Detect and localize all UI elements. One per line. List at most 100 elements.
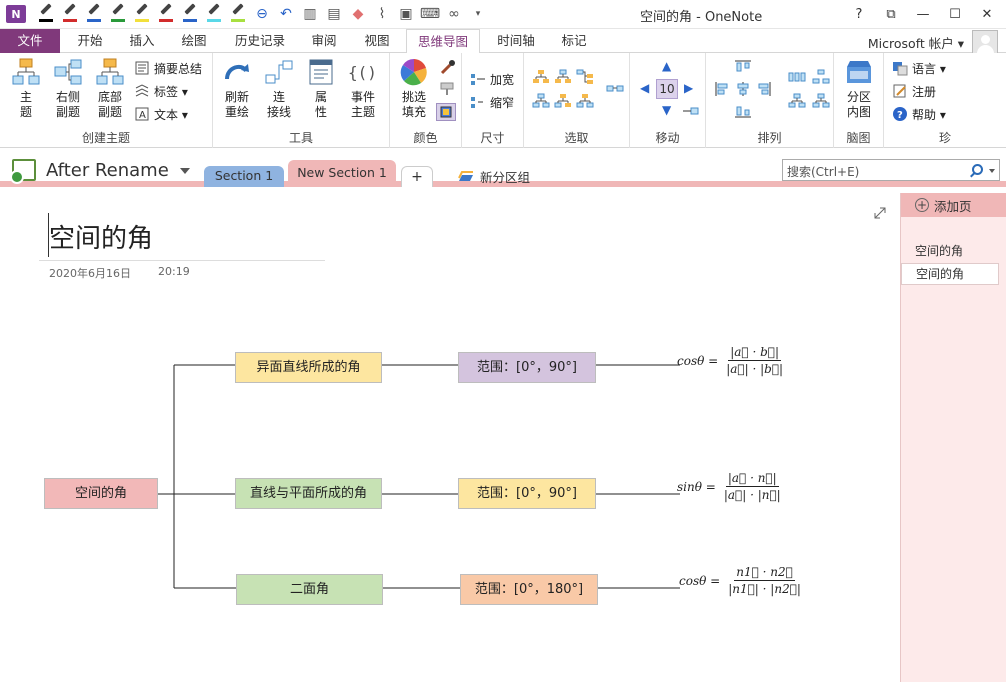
refresh-redraw-button[interactable]: 刷新 重绘 — [217, 57, 257, 120]
notebook-dropdown-icon[interactable] — [180, 168, 190, 174]
pick-fill-button[interactable]: 挑选 填充 — [394, 57, 434, 120]
format-painter-icon[interactable] — [438, 81, 456, 97]
cyan-highlighter-icon[interactable] — [204, 4, 224, 24]
mindmap-topic-line-plane[interactable]: 直线与平面所成的角 — [235, 478, 382, 509]
add-page-button[interactable]: + 添加页 — [901, 193, 1006, 217]
dock-icon[interactable]: ▥ — [303, 6, 317, 22]
red-pen-icon[interactable] — [60, 4, 80, 24]
select-level-icon[interactable] — [532, 93, 550, 109]
lime-highlighter-icon[interactable] — [228, 4, 248, 24]
blue-highlighter-icon[interactable] — [180, 4, 200, 24]
red-highlighter-icon[interactable] — [156, 4, 176, 24]
avatar[interactable] — [972, 30, 998, 56]
blue-pen-icon[interactable] — [84, 4, 104, 24]
language-dropdown[interactable]: 语言 ▾ — [892, 58, 946, 78]
tab-draw[interactable]: 绘图 — [181, 33, 207, 48]
right-subtopic-button[interactable]: 右侧 副题 — [48, 57, 88, 120]
align-right-icon[interactable] — [754, 81, 772, 97]
tab-history[interactable]: 历史记录 — [234, 33, 285, 48]
page-list-item-selected[interactable]: 空间的角 — [901, 263, 999, 285]
customize-qat-icon[interactable]: ▾ — [475, 9, 481, 19]
add-section-button[interactable]: + — [401, 166, 433, 187]
move-node-icon[interactable] — [682, 103, 700, 119]
account-menu[interactable]: Microsoft 帐户 ▾ — [867, 36, 964, 51]
section-map-button[interactable]: 分区 内图 — [839, 57, 879, 120]
move-down-icon[interactable]: ▼ — [662, 103, 672, 117]
black-pen-icon[interactable] — [36, 4, 56, 24]
summary-button[interactable]: 摘要总结 — [134, 58, 202, 78]
undo-icon[interactable]: ↶ — [280, 6, 292, 22]
close-button[interactable]: ✕ — [981, 6, 993, 22]
tab-mindmap[interactable]: 思维导图 — [406, 29, 480, 54]
select-all-icon[interactable] — [532, 69, 550, 85]
tab-review[interactable]: 审阅 — [311, 33, 337, 48]
tab-view[interactable]: 视图 — [364, 33, 390, 48]
properties-button[interactable]: 属 性 — [301, 57, 341, 120]
widen-button[interactable]: 加宽 — [470, 69, 514, 89]
label-dropdown[interactable]: 标签 ▾ — [134, 81, 188, 101]
move-step-value[interactable]: 10 — [656, 79, 678, 99]
mindmap-topic-dihedral[interactable]: 二面角 — [236, 574, 383, 605]
distribute-vertical-icon[interactable] — [812, 69, 830, 85]
fill-color-icon[interactable] — [436, 103, 456, 121]
align-left-icon[interactable] — [714, 81, 732, 97]
tab-insert[interactable]: 插入 — [129, 33, 155, 48]
tab-tags[interactable]: 标记 — [561, 33, 587, 48]
move-right-icon[interactable]: ▶ — [684, 81, 694, 95]
org-layout-icon[interactable] — [812, 93, 830, 109]
notebook-sync-icon[interactable] — [10, 159, 36, 184]
ribbon-display-button[interactable]: ⧉ — [886, 6, 896, 22]
event-topic-button[interactable]: {()} 事件 主题 — [343, 57, 387, 120]
help-button[interactable]: ? — [855, 6, 863, 22]
tree-layout-icon[interactable] — [788, 93, 806, 109]
green-pen-icon[interactable] — [108, 4, 128, 24]
eyedropper-icon[interactable] — [438, 59, 456, 75]
search-icon[interactable] — [972, 164, 983, 175]
mindmap-range-line-plane[interactable]: 范围：[0°，90°] — [458, 478, 596, 509]
topic-button[interactable]: 主 题 — [6, 57, 46, 120]
back-icon[interactable]: ⊖ — [256, 6, 268, 22]
tab-timeline[interactable]: 时间轴 — [497, 33, 535, 48]
mindmap-range-skew-lines[interactable]: 范围：[0°，90°] — [458, 352, 596, 383]
formula-skew-lines[interactable]: cosθ = |a⃗ · b⃗||a⃗| · |b⃗| — [677, 345, 785, 376]
align-bottom-icon[interactable] — [734, 103, 752, 119]
page-icon[interactable]: ▤ — [327, 6, 341, 22]
mindmap-root-topic[interactable]: 空间的角 — [44, 478, 158, 509]
select-branch-icon[interactable] — [554, 93, 572, 109]
tab-file[interactable]: 文件 — [0, 29, 60, 53]
align-center-icon[interactable] — [734, 81, 752, 97]
yellow-highlighter-icon[interactable] — [132, 4, 152, 24]
section-tab-section-1[interactable]: Section 1 — [204, 166, 284, 187]
register-button[interactable]: 注册 — [892, 81, 936, 101]
page-canvas[interactable]: 空间的角 2020年6月16日 20:19 空间的角 异面直线所成的角 范围：[… — [0, 193, 900, 682]
attach-icon[interactable]: ⌇ — [378, 6, 386, 22]
connector-button[interactable]: 连 接线 — [259, 57, 299, 120]
minimize-button[interactable]: — — [916, 6, 930, 22]
help-dropdown[interactable]: ? 帮助 ▾ — [892, 104, 946, 124]
maximize-button[interactable]: ☐ — [949, 6, 961, 22]
keyboard-icon[interactable]: ⌨ — [419, 6, 441, 22]
move-left-icon[interactable]: ◀ — [640, 81, 650, 95]
notebook-name[interactable]: After Rename — [46, 160, 169, 181]
formula-line-plane[interactable]: sinθ = |a⃗ · n⃗||a⃗| · |n⃗| — [677, 471, 783, 502]
bottom-subtopic-button[interactable]: 底部 副题 — [90, 57, 130, 120]
narrow-button[interactable]: 缩窄 — [470, 92, 514, 112]
page-list-item[interactable]: 空间的角 — [915, 244, 964, 258]
select-children-icon[interactable] — [554, 69, 572, 85]
select-parent-icon[interactable] — [576, 93, 594, 109]
link-icon[interactable]: ∞ — [448, 6, 460, 22]
eraser-icon[interactable]: ◆ — [352, 6, 364, 22]
formula-dihedral[interactable]: cosθ = n1⃗ · n2⃗|n1⃗| · |n2⃗| — [679, 565, 803, 596]
expand-icon[interactable] — [874, 207, 886, 219]
page-title[interactable]: 空间的角 — [49, 224, 154, 254]
paste-icon[interactable]: ▣ — [399, 6, 413, 22]
search-scope-dropdown-icon[interactable] — [989, 169, 995, 173]
mindmap-range-dihedral[interactable]: 范围：[0°，180°] — [460, 574, 598, 605]
mindmap-topic-skew-lines[interactable]: 异面直线所成的角 — [235, 352, 382, 383]
align-top-icon[interactable] — [734, 59, 752, 75]
select-siblings-icon[interactable] — [576, 69, 594, 85]
search-input[interactable]: 搜索(Ctrl+E) — [782, 159, 1000, 181]
move-up-icon[interactable]: ▲ — [662, 59, 672, 73]
new-section-group-button[interactable]: 新分区组 — [458, 167, 530, 186]
section-tab-new-section-1[interactable]: New Section 1 — [288, 160, 396, 187]
